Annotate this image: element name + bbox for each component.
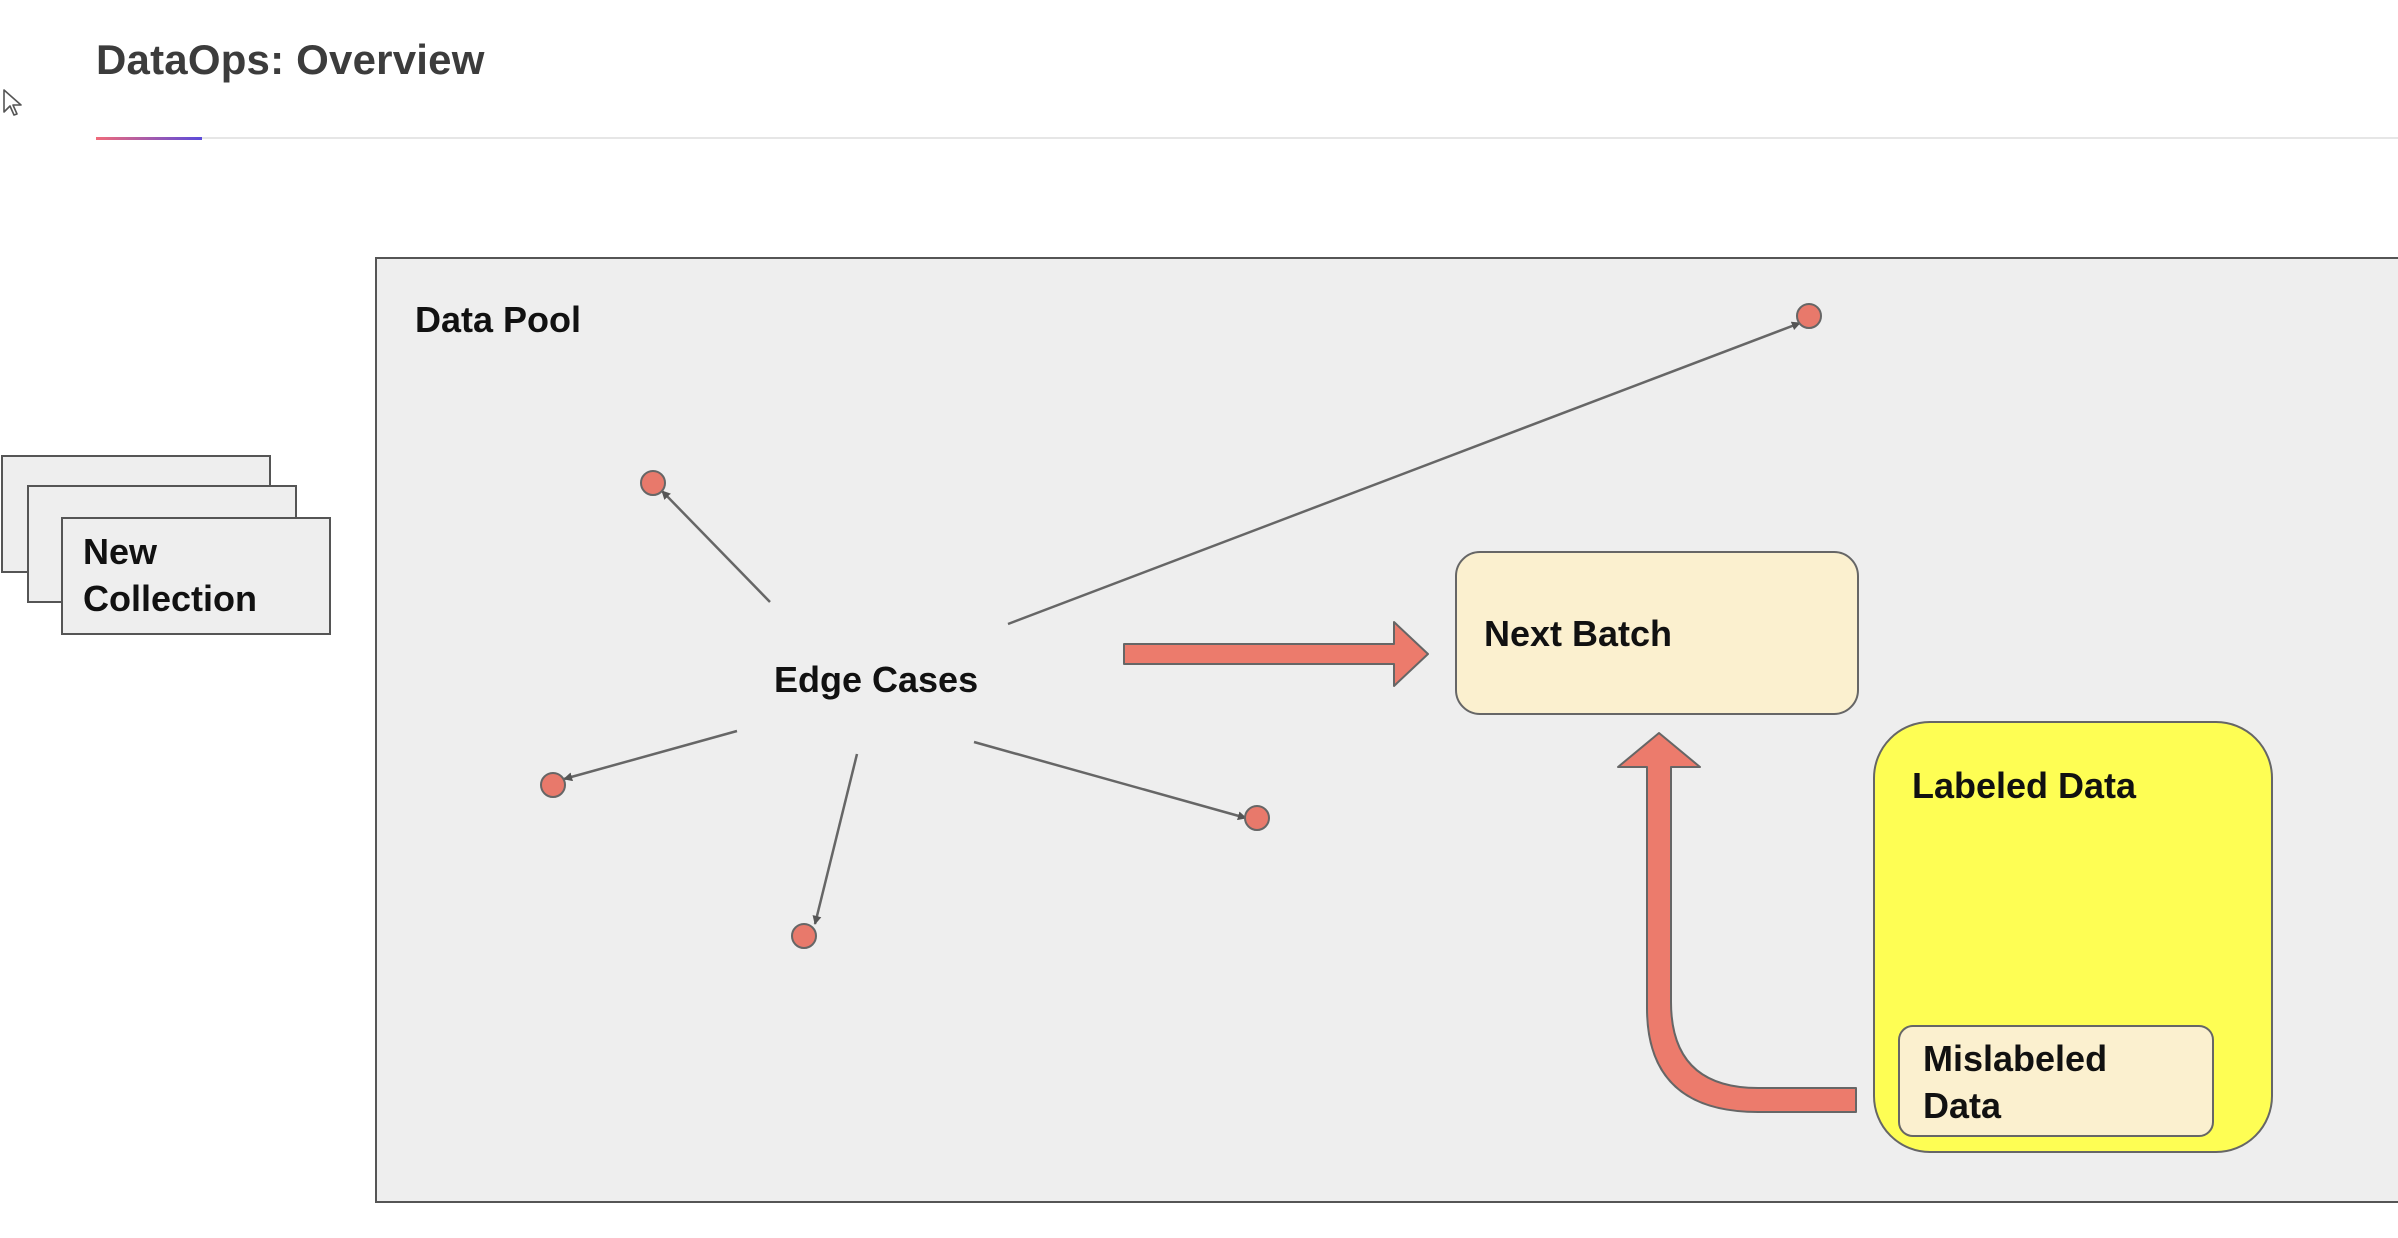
data-point [540,772,566,798]
mislabeled-line-2: Data [1923,1085,2002,1126]
slide-title: DataOps: Overview [96,36,485,83]
labeled-data-label: Labeled Data [1912,765,2137,806]
arrow-to-point-upper-left [661,490,771,603]
mouse-cursor-icon [3,89,22,116]
edge-cases-label: Edge Cases [774,659,978,700]
data-point [1796,303,1822,329]
new-collection-line-1: New [83,531,158,572]
title-underline [96,137,2398,139]
data-pool-label: Data Pool [415,299,581,340]
arrow-to-point-far-right [1007,321,1801,626]
data-point [791,923,817,949]
data-point [1244,805,1270,831]
arrow-to-point-left [563,729,738,782]
arrow-to-point-bottom [812,753,859,925]
title-accent-bar [96,137,202,140]
collection-card-front [61,517,331,635]
new-collection-stack: New Collection [1,455,331,635]
curved-arrow-to-next-batch [1617,732,1857,1113]
arrow-to-point-right [973,740,1247,821]
mislabeled-data-label: Mislabeled Data [1923,1038,2117,1126]
next-batch-box [1455,551,1859,715]
mislabeled-data-box [1898,1025,2214,1137]
block-arrow-to-next-batch [1123,621,1429,687]
data-point [640,470,666,496]
mislabeled-line-1: Mislabeled [1923,1038,2107,1079]
next-batch-label: Next Batch [1484,613,1672,654]
new-collection-label: New Collection [83,531,257,619]
new-collection-line-2: Collection [83,578,257,619]
